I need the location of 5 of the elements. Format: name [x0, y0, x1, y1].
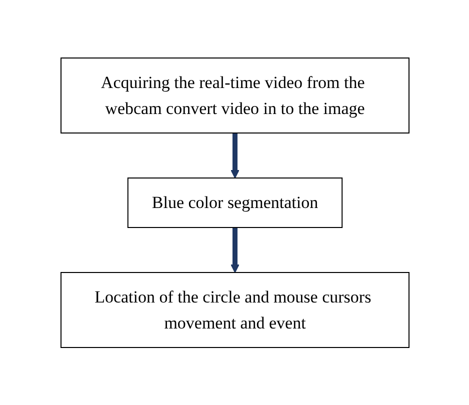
node-box: Acquiring the real-time video from the webcam convert video in to the image: [60, 57, 409, 134]
arrow: [230, 227, 239, 273]
arrow: [230, 132, 239, 178]
node-box: Blue color segmentation: [126, 177, 342, 228]
node-box: Location of the circle and mouse cursors movement and event: [60, 272, 409, 348]
